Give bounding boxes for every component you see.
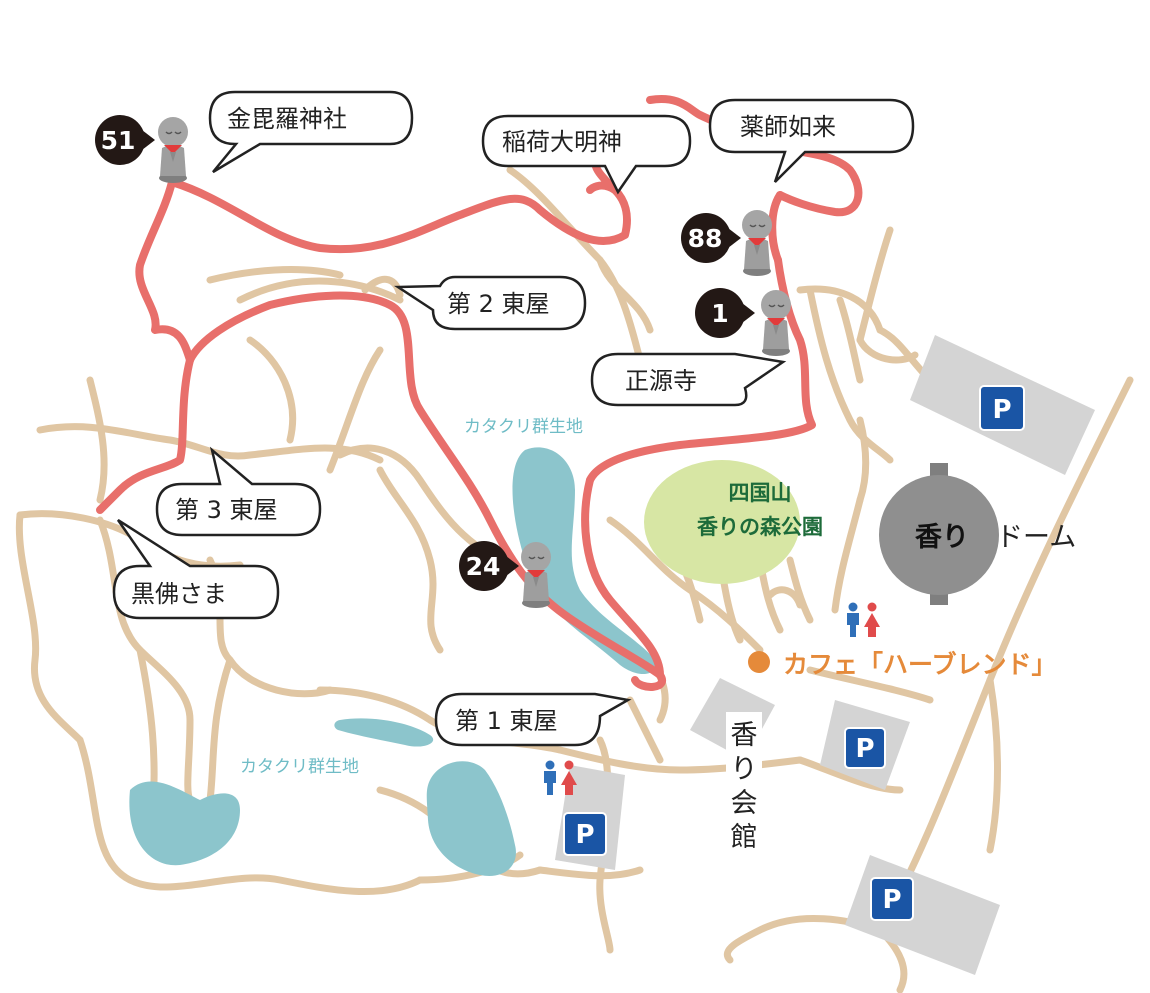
callout-inari-label: 稲荷大明神 [502,128,622,156]
statue-88[interactable]: 88 [681,209,773,277]
restroom-lot[interactable] [544,760,577,796]
parking-icon [870,877,914,921]
callout-kurobotoke-label: 黒佛さま [131,580,227,608]
callout-kurobotoke[interactable]: 黒佛さま [112,518,280,620]
cafe-label: カフェ「ハーブレンド」 [783,650,1057,679]
parking-icon [844,727,886,769]
jizo-statue-icon [157,116,189,184]
jizo-statue-icon [520,541,552,609]
parking-sign-1-label: P [992,395,1011,425]
park-area [644,460,800,584]
kaikan-char-2: り [731,754,758,785]
callout-konpira-label: 金毘羅神社 [227,105,347,133]
dome-building [879,463,999,605]
statue-51-number: 51 [101,126,136,155]
callout-azumaya2[interactable]: 第 2 東屋 [393,275,587,331]
kaikan-char-3: 会 [731,788,758,819]
restroom-icon [847,602,880,637]
katakuri-label-upper: カタクリ群生地 [464,417,583,437]
parking-icon [979,385,1025,431]
dome-label-main: 香り [915,522,969,553]
cafe-marker-icon [748,651,770,673]
statue-51[interactable]: 51 [95,115,189,184]
park-label: 四国山 香りの森公園 [697,481,823,539]
callout-shogenji[interactable]: 正源寺 [590,352,787,407]
callout-yakushi-label: 薬師如来 [740,113,836,141]
restroom-icon [544,760,577,795]
parking-sign-1[interactable]: P [979,385,1025,431]
parking-sign-4[interactable]: P [563,812,607,856]
callout-azumaya3[interactable]: 第 3 東屋 [155,446,322,537]
park-label-line2: 香りの森公園 [697,515,823,539]
parking-sign-3[interactable]: P [870,877,914,921]
statue-1-number: 1 [711,299,728,328]
parking-sign-3-label: P [882,885,901,915]
parking-sign-2[interactable]: P [844,727,886,769]
statue-88-number: 88 [688,224,723,253]
callout-azumaya2-label: 第 2 東屋 [447,290,550,318]
dome-label: 香り ドーム [915,522,1076,553]
parking-icon [563,812,607,856]
kaikan-label: 香 り 会 館 [726,712,762,857]
katakuri-label-lower: カタクリ群生地 [240,757,359,777]
jizo-statue-icon [741,209,773,277]
statue-24-number: 24 [466,552,501,581]
dome-label-rest: ドーム [996,522,1076,553]
pond-lower-mid [426,761,516,876]
callout-inari[interactable]: 稲荷大明神 [481,114,692,195]
pond-strip [334,718,434,747]
jizo-statue-icon [760,289,792,357]
callout-azumaya3-label: 第 3 東屋 [175,496,278,524]
parking-sign-4-label: P [575,820,594,850]
parking-sign-2-label: P [855,734,874,764]
callout-shogenji-label: 正源寺 [625,367,697,395]
callout-azumaya1[interactable]: 第 1 東屋 [434,692,632,747]
restroom-cafe[interactable] [847,602,880,638]
callout-azumaya1-label: 第 1 東屋 [455,707,558,735]
kaikan-char-1: 香 [731,720,758,751]
kaikan-char-4: 館 [731,822,758,853]
callout-yakushi[interactable]: 薬師如来 [708,98,915,183]
statue-1[interactable]: 1 [695,288,792,357]
ponds [129,447,656,876]
pond-lower-left [129,781,240,866]
statue-24[interactable]: 24 [459,541,552,609]
hiking-trail [96,95,863,691]
callout-konpira[interactable]: 金毘羅神社 [208,90,414,174]
park-label-line1: 四国山 [729,481,792,505]
cafe-marker[interactable]: カフェ「ハーブレンド」 [748,650,1057,679]
pond-upper [512,447,656,675]
